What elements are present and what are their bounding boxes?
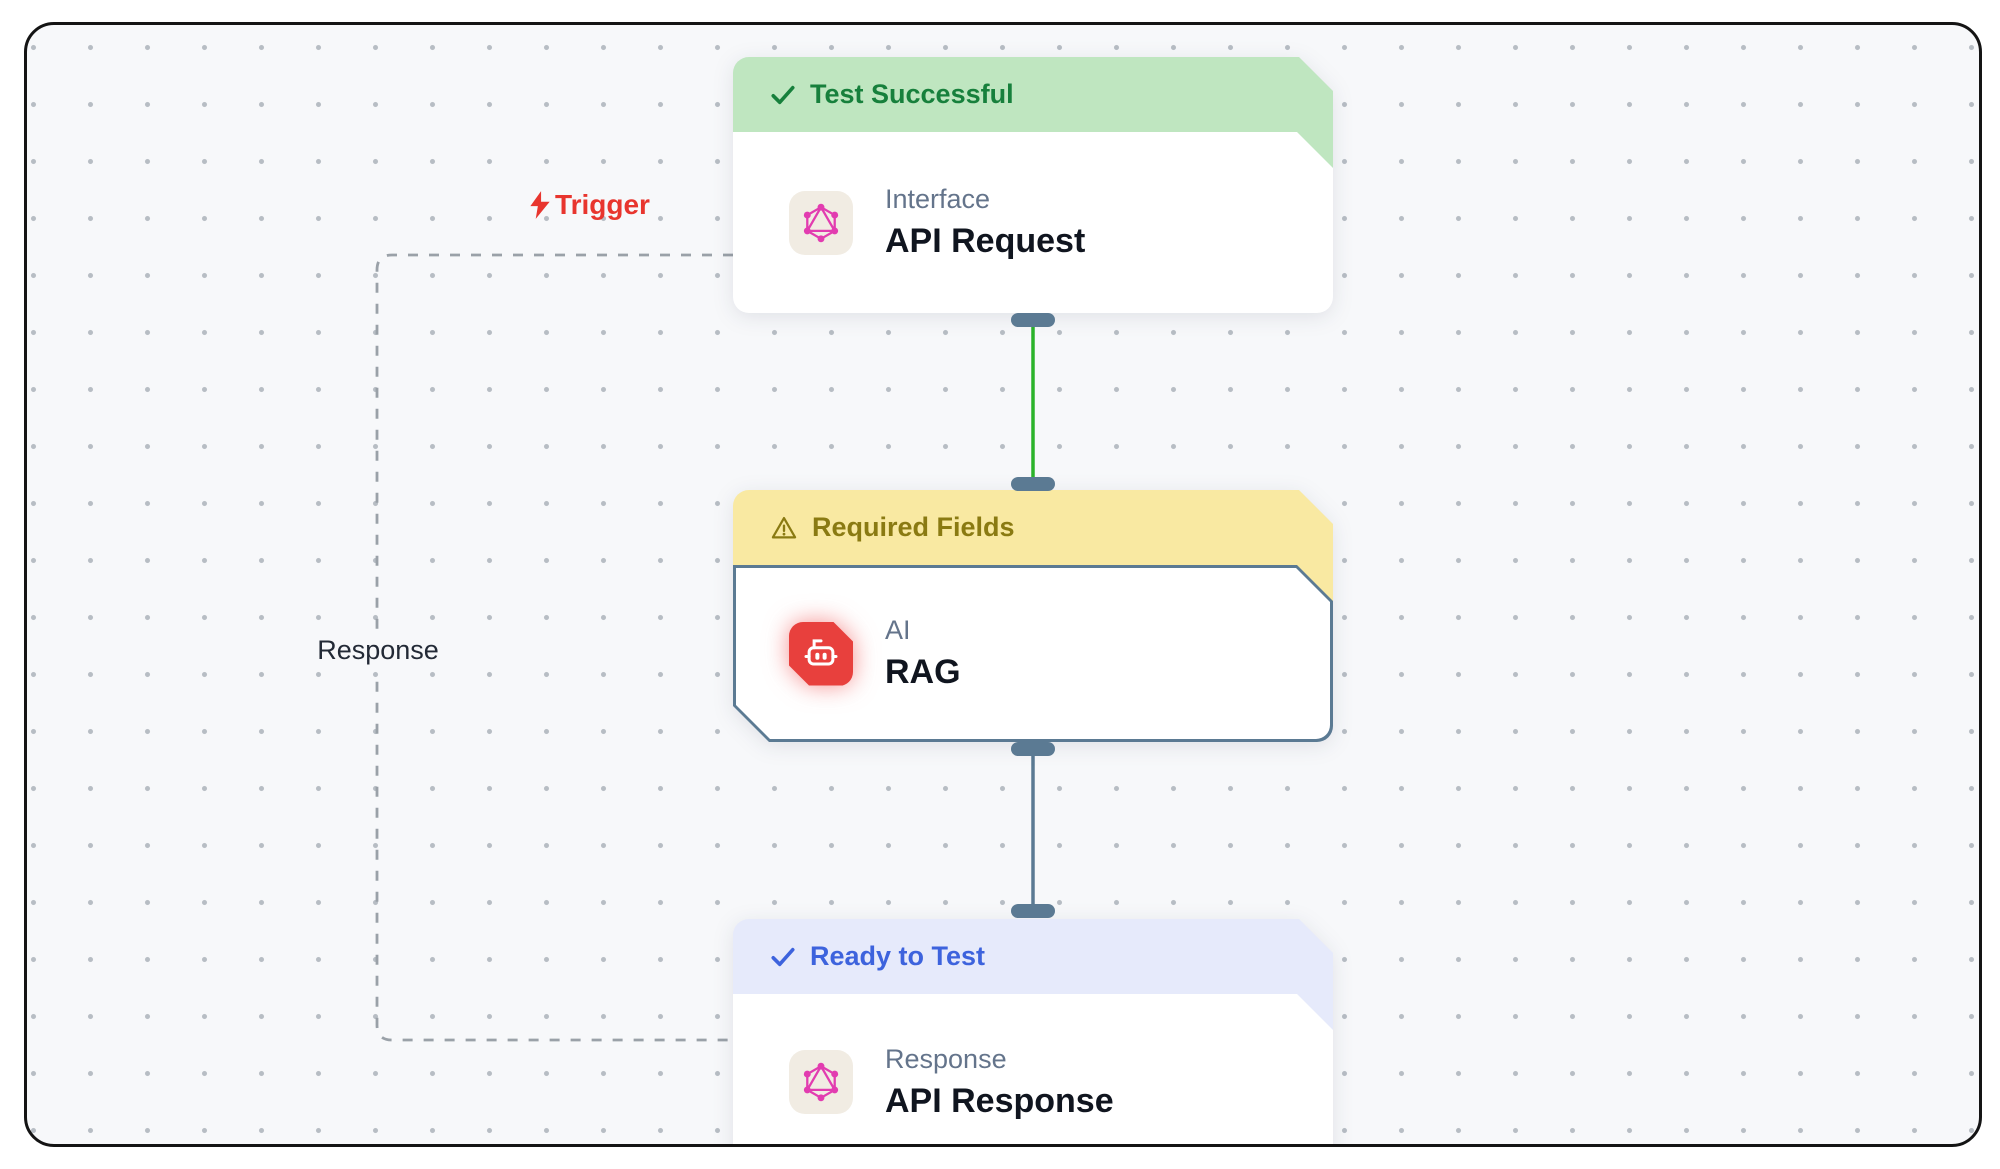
handle-rag-in[interactable] (1011, 477, 1055, 491)
response-edge-label-text: Response (317, 634, 439, 665)
trigger-edge-label-text: Trigger (555, 189, 650, 220)
node-api-request[interactable]: Test Successful Interface (733, 57, 1333, 313)
status-label: Test Successful (810, 79, 1014, 109)
node-type-label: Interface (885, 184, 991, 214)
handle-rag-out[interactable] (1011, 742, 1055, 756)
graphql-icon (789, 1050, 853, 1114)
trigger-edge-label[interactable]: Trigger (516, 185, 661, 225)
response-edge-label[interactable]: Response (307, 629, 449, 671)
node-body: Interface API Request (733, 132, 1333, 313)
node-title: RAG (885, 653, 961, 691)
node-title: API Response (885, 1081, 1114, 1120)
node-title: API Request (885, 222, 1086, 260)
check-icon (770, 944, 796, 970)
handle-api-request-out[interactable] (1011, 313, 1055, 327)
status-label: Required Fields (812, 512, 1015, 542)
node-type-label: Response (885, 1043, 1007, 1074)
status-label: Ready to Test (810, 941, 986, 971)
lightning-icon (530, 191, 550, 219)
workflow-canvas[interactable]: Trigger Response Test Successful (24, 22, 1982, 1147)
graphql-icon (789, 191, 853, 255)
check-icon (770, 82, 796, 108)
node-type-label: AI (885, 615, 911, 645)
handle-api-response-in[interactable] (1011, 904, 1055, 918)
warning-icon (770, 514, 798, 542)
node-rag[interactable]: Required Fields (733, 490, 1333, 742)
node-body: Response API Response (733, 994, 1333, 1147)
node-body: AI RAG (733, 565, 1333, 742)
node-api-response[interactable]: Ready to Test Response (733, 919, 1333, 1147)
robot-icon (789, 622, 853, 686)
